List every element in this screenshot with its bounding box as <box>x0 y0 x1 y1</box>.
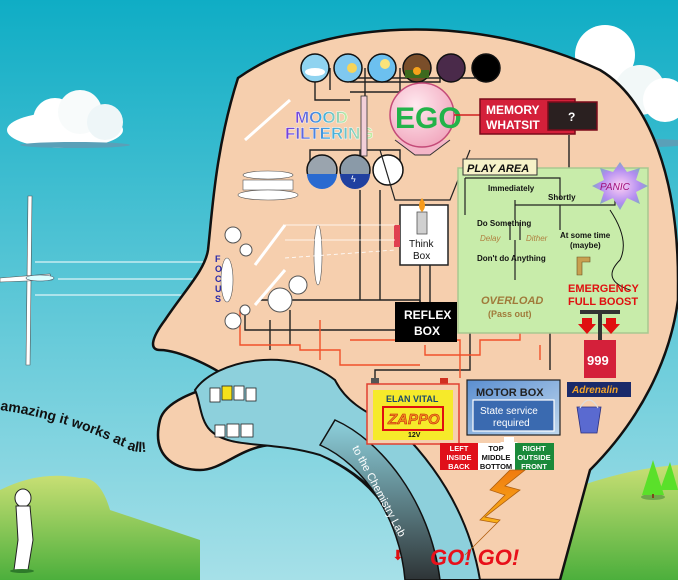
motor-direction-grid: LEFT TOP RIGHT INSIDE MIDDLE OUTSIDE BACK BOTTO… <box>440 443 554 471</box>
option-shortly: Shortly <box>548 193 576 202</box>
battery-label: ELAN VITAL <box>386 394 439 404</box>
motor-box: MOTOR BOX State service required <box>466 379 561 450</box>
think-box-label-line2: Box <box>413 251 430 262</box>
gears-icon <box>224 226 308 330</box>
motor-direction-top: TOP <box>488 444 503 453</box>
panic-label: PANIC <box>600 182 631 193</box>
cloud-left <box>7 90 130 148</box>
option-delay: Delay <box>480 234 501 243</box>
ego-bulb: EGO <box>379 82 480 201</box>
reflex-label-line1: REFLEX <box>404 308 451 322</box>
mood-title-line2: FILTERING <box>285 124 373 143</box>
glider-icon <box>0 195 215 366</box>
motor-direction-front: FRONT <box>521 462 547 471</box>
set-square-icon <box>576 256 591 276</box>
mood-lower-icons: ϟ <box>306 154 404 189</box>
throat-tube <box>318 419 441 580</box>
mood-title-line1: MOOD <box>295 108 348 127</box>
reflex-box: REFLEX BOX <box>395 302 457 342</box>
focus-lens <box>220 257 234 303</box>
bucket-icon <box>576 406 602 434</box>
adrenalin-counter: 999 <box>587 353 609 368</box>
boost-arrow-right-icon <box>602 318 620 334</box>
dusk-icon <box>436 53 466 83</box>
memory-display: ? <box>568 110 575 124</box>
option-maybe: (maybe) <box>570 241 601 250</box>
motor-status-line2: required <box>493 418 530 429</box>
play-area: PLAY AREA Immediately Shortly Do Somethi… <box>457 158 649 334</box>
flame-icon <box>419 198 425 212</box>
svg-text:ϟ: ϟ <box>351 174 356 184</box>
night-icon <box>471 53 501 83</box>
motor-direction-middle: MIDDLE <box>482 453 511 462</box>
hill-left <box>0 475 200 580</box>
blank-mood-icon <box>372 154 404 186</box>
think-box-label-line1: Think <box>409 239 434 250</box>
panic-burst-icon <box>592 162 648 210</box>
adrenalin-pump: 999 Adrenalin <box>567 340 631 434</box>
option-at-some-time: At some time <box>560 231 611 240</box>
mood-filtering-label: MOOD FILTERING <box>285 108 374 143</box>
memory-label-line2: WHATSIT <box>486 118 540 132</box>
emergency-label-line2: FULL BOOST <box>568 296 638 308</box>
boost-arrow-left-icon <box>578 318 596 334</box>
panic-fuse <box>609 209 631 291</box>
throat-arrow-icon: ⬇ <box>392 547 404 563</box>
memory-label-line1: MEMORY <box>486 103 540 117</box>
option-do-something: Do Something <box>477 219 531 228</box>
motor-direction-bottom: BOTTOM <box>480 462 512 471</box>
motor-direction-right: RIGHT <box>522 444 546 453</box>
motor-direction-back: BACK <box>448 462 470 471</box>
lightning-bolt-icon <box>464 469 527 556</box>
reflex-label-line2: BOX <box>414 324 440 338</box>
option-dont-do-anything: Don't do Anything <box>477 254 546 263</box>
go-go-label: GO! GO! <box>430 545 519 570</box>
emergency-label-line1: EMERGENCY <box>568 283 640 295</box>
think-box: Think Box <box>394 198 449 266</box>
ego-label: EGO <box>395 102 462 135</box>
motor-status-line1: State service <box>480 406 538 417</box>
trees-icon <box>641 460 678 500</box>
mood-weather-icons <box>300 53 501 83</box>
battery-voltage: 12V <box>408 432 421 439</box>
battery-elan-vital: ELAN VITAL ZAPPO 12V <box>366 378 460 445</box>
overload-label: OVERLOAD <box>481 295 543 307</box>
emergency-full-boost: EMERGENCY FULL BOOST <box>568 283 640 343</box>
mood-filter-rod <box>360 95 368 157</box>
motor-box-title: MOTOR BOX <box>476 387 544 399</box>
adrenalin-label: Adrenalin <box>571 385 618 396</box>
memory-whatsit: MEMORY WHATSIT ? <box>479 98 598 135</box>
pass-out-label: (Pass out) <box>488 309 532 319</box>
motor-direction-outside: OUTSIDE <box>517 453 550 462</box>
option-immediately: Immediately <box>488 184 535 193</box>
play-area-title: PLAY AREA <box>467 163 529 175</box>
little-man-icon <box>10 488 34 573</box>
eye-optics <box>220 98 396 306</box>
candle-icon <box>416 211 428 235</box>
teeth <box>209 385 257 438</box>
battery-brand: ZAPPO <box>387 411 440 428</box>
option-dither: Dither <box>526 234 548 243</box>
motor-direction-left: LEFT <box>450 444 469 453</box>
motor-direction-inside: INSIDE <box>446 453 471 462</box>
